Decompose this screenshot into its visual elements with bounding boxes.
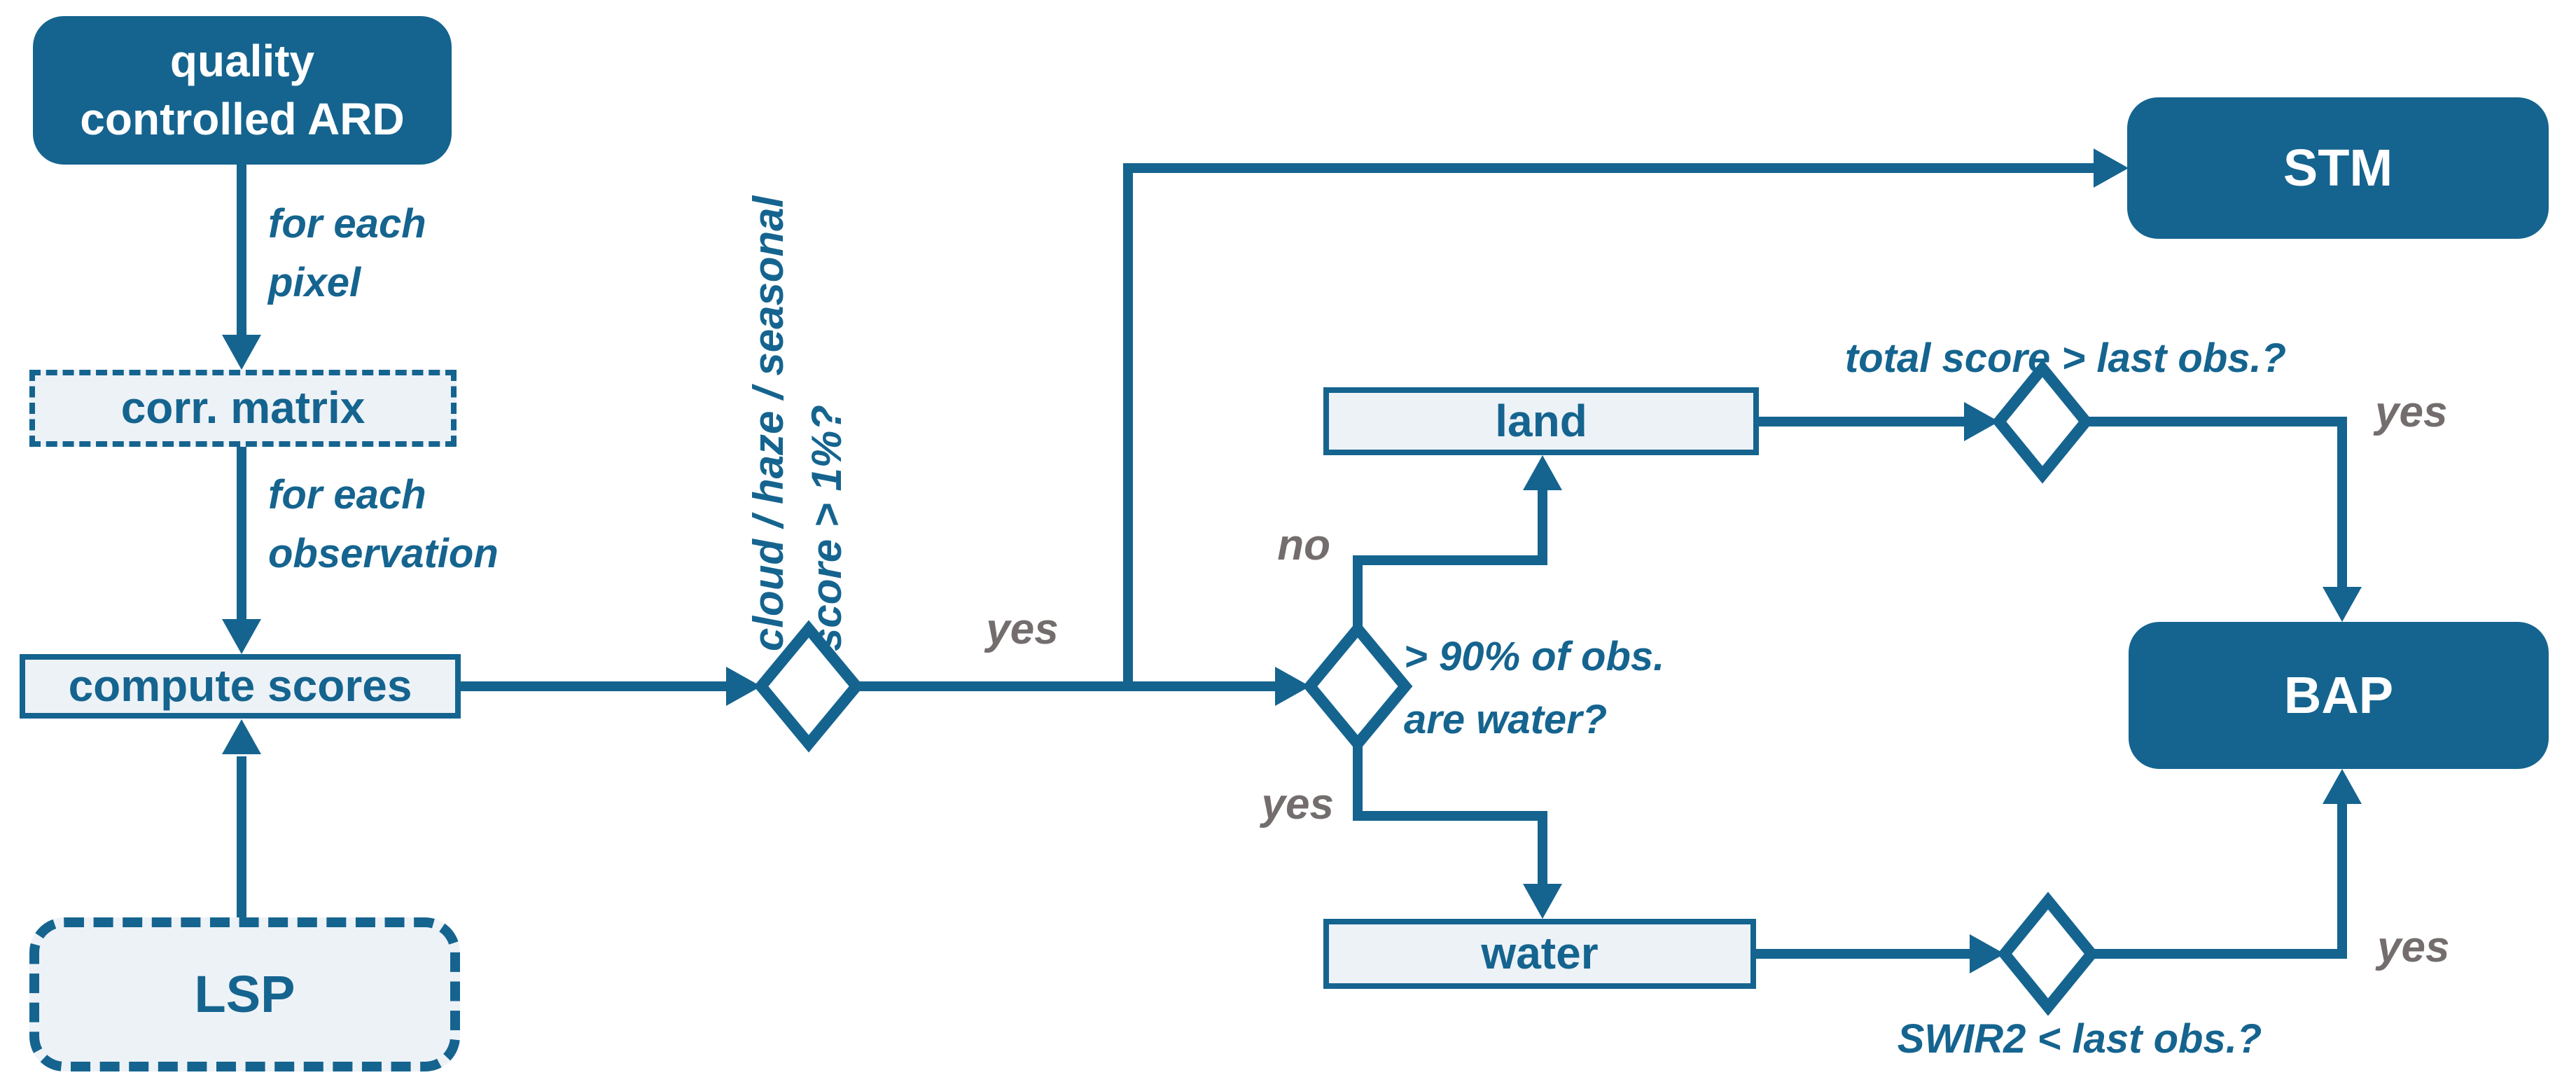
- node-land: land: [1323, 387, 1759, 455]
- arrowhead-into-scoredecision: [1964, 402, 1999, 441]
- annotation-swir2-question: SWIR2 < last obs.?: [1897, 1016, 2262, 1062]
- arrowhead-into-swirdecision: [1970, 934, 2005, 973]
- edge-swirdecision-to-bap: [2091, 803, 2347, 959]
- arrowhead-into-stm: [2094, 148, 2129, 188]
- edge-label-swir2-yes: yes: [2377, 923, 2450, 971]
- arrowhead-into-computescores-bottom: [222, 719, 261, 754]
- decision-diamond-swir2: [1997, 892, 2099, 1016]
- annotation-line: pixel: [268, 260, 361, 306]
- edge-label-total-score-yes: yes: [2375, 388, 2448, 436]
- decision-diamond-water: [1302, 620, 1413, 753]
- node-bap: BAP: [2129, 622, 2549, 769]
- node-label: corr. matrix: [120, 382, 365, 433]
- edge-label-water-no: no: [1277, 521, 1330, 569]
- edge-no-to-land: [1353, 487, 1547, 630]
- node-label-line: quality: [169, 35, 315, 86]
- decision-diamond-total-score: [1991, 359, 2094, 484]
- node-water: water: [1323, 919, 1756, 989]
- arrowhead-into-computescores-top: [222, 619, 261, 654]
- node-compute-scores: compute scores: [20, 654, 461, 719]
- arrowhead-into-bap-bottom: [2323, 769, 2362, 804]
- node-lsp: LSP: [29, 917, 460, 1071]
- decision-diamond-cloud: [753, 620, 864, 753]
- arrowhead-into-corrmatrix: [222, 335, 261, 370]
- annotation-line: are water?: [1404, 696, 1608, 742]
- edge-label-cloud-yes: yes: [986, 605, 1059, 653]
- node-quality-controlled-ard: quality controlled ARD: [33, 16, 452, 165]
- node-label: land: [1495, 395, 1587, 446]
- annotation-for-each-pixel: for each pixel: [268, 195, 426, 312]
- node-corr-matrix: corr. matrix: [29, 370, 457, 447]
- annotation-cloud-haze-seasonal-question: cloud / haze / seasonal score > 1%?: [740, 119, 859, 651]
- arrowhead-into-bap-top: [2323, 587, 2362, 622]
- annotation-line: for each: [268, 201, 426, 247]
- edge-label-water-yes: yes: [1261, 780, 1334, 828]
- node-label: water: [1481, 928, 1599, 979]
- annotation-line: observation: [268, 531, 499, 577]
- annotation-total-score-question: total score > last obs.?: [1844, 335, 2287, 381]
- annotation-water-question: > 90% of obs. are water?: [1404, 625, 1664, 751]
- annotation-line: cloud / haze / seasonal: [745, 195, 792, 651]
- annotation-line: for each: [268, 472, 426, 518]
- node-stm: STM: [2127, 97, 2549, 239]
- edge-yes-to-stm: [1123, 163, 2096, 691]
- edge-yes-to-water: [1353, 740, 1547, 885]
- node-label: compute scores: [68, 660, 412, 712]
- annotation-line: > 90% of obs.: [1404, 634, 1665, 679]
- node-label: LSP: [194, 964, 295, 1023]
- node-label: STM: [2283, 138, 2393, 197]
- arrowhead-into-water: [1523, 884, 1562, 919]
- node-label: BAP: [2283, 665, 2394, 724]
- annotation-line: score > 1%?: [802, 405, 850, 651]
- arrowhead-into-land: [1523, 455, 1562, 490]
- edge-scoredecision-to-bap: [2086, 417, 2347, 588]
- annotation-for-each-observation: for each observation: [268, 466, 499, 583]
- arrowhead-into-waterdecision: [1275, 667, 1310, 706]
- arrowhead-into-clouddecision: [726, 667, 761, 706]
- node-label-line: controlled ARD: [80, 94, 405, 144]
